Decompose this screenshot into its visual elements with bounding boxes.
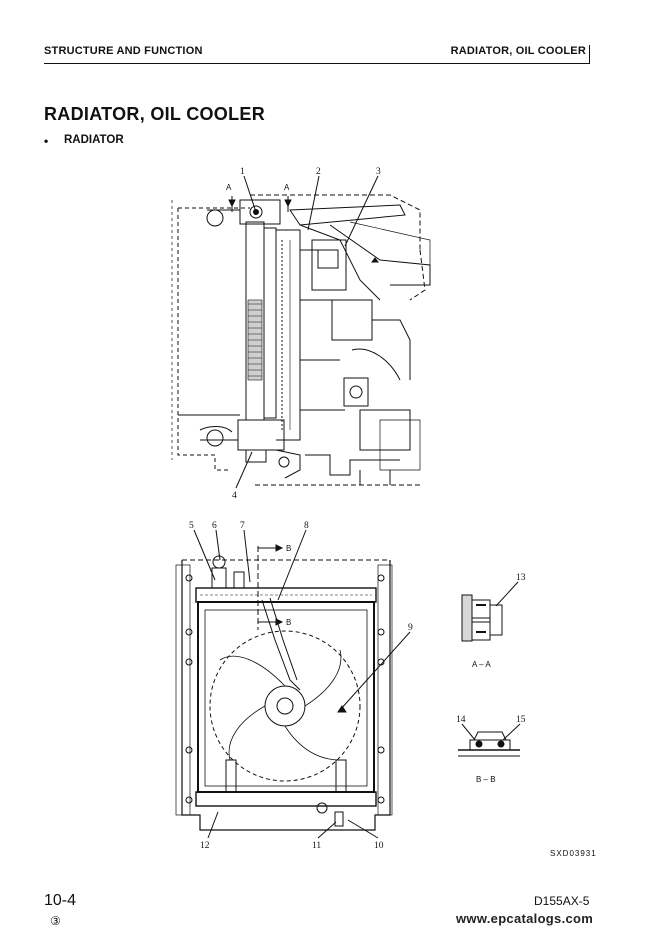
model-number: D155AX-5 bbox=[534, 894, 590, 908]
section-bb-drawing bbox=[458, 723, 521, 757]
page-number: 10-4 bbox=[44, 892, 77, 909]
callout-10: 10 bbox=[374, 841, 384, 851]
callout-15: 15 bbox=[516, 715, 526, 725]
section-bullet: • bbox=[44, 134, 49, 148]
section-marker-a-left: A bbox=[226, 183, 232, 192]
figure-code: SXD03931 bbox=[550, 849, 597, 858]
section-aa-drawing bbox=[461, 581, 519, 642]
header-page-topic: RADIATOR, OIL COOLER bbox=[450, 45, 586, 57]
callout-7: 7 bbox=[240, 521, 245, 531]
callout-5: 5 bbox=[189, 521, 194, 531]
section-marker-b-top: B bbox=[286, 544, 291, 553]
section-marker-b-bottom: B bbox=[286, 618, 291, 627]
side-view-drawing bbox=[171, 175, 431, 489]
header-section-title: STRUCTURE AND FUNCTION bbox=[44, 45, 203, 57]
callout-2: 2 bbox=[316, 167, 321, 177]
header-divider bbox=[589, 45, 590, 63]
callout-8: 8 bbox=[304, 521, 309, 531]
header-rule bbox=[44, 63, 590, 64]
callout-9: 9 bbox=[408, 623, 413, 633]
callout-14: 14 bbox=[456, 715, 466, 725]
section-view-aa-label: A – A bbox=[472, 660, 491, 669]
callout-11: 11 bbox=[312, 841, 321, 851]
callout-4: 4 bbox=[232, 491, 237, 501]
page-title: RADIATOR, OIL COOLER bbox=[44, 104, 266, 124]
callout-6: 6 bbox=[212, 521, 217, 531]
callout-3: 3 bbox=[376, 167, 381, 177]
front-view-drawing bbox=[175, 529, 411, 839]
section-view-bb-label: B – B bbox=[476, 775, 496, 784]
callout-13: 13 bbox=[516, 573, 526, 583]
section-marker-a-right: A bbox=[284, 183, 290, 192]
section-heading: RADIATOR bbox=[64, 134, 124, 146]
callout-1: 1 bbox=[240, 167, 245, 177]
revision-mark: ③ bbox=[50, 914, 61, 928]
watermark: www.epcatalogs.com bbox=[456, 911, 594, 926]
callout-12: 12 bbox=[200, 841, 210, 851]
